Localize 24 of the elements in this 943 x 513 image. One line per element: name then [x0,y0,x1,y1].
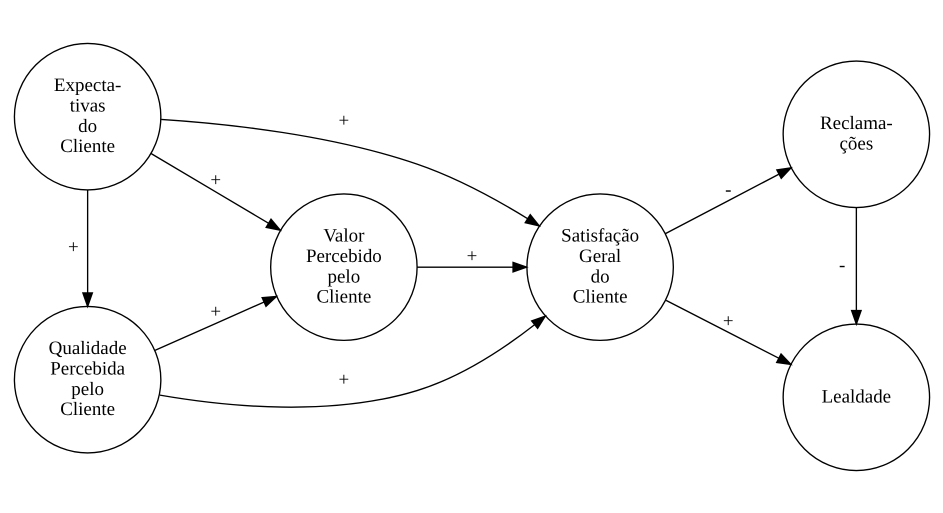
edge-label: + [338,110,349,131]
edge-label: + [68,236,78,258]
arrow [160,118,540,226]
edge-label: - [724,179,731,200]
edge-label: + [210,301,221,322]
node-circle: Satisfação Geral do Cliente [526,192,674,341]
node-circle: Reclama- ções [782,60,930,208]
arrow [665,299,792,365]
edge-label: + [338,368,349,390]
arrow [150,152,282,231]
edge-label: + [210,170,221,191]
node-circle: Lealdade [782,322,930,471]
edge-label: + [466,246,477,267]
arrow [850,207,862,326]
edge-label: - [838,254,845,276]
edge-label: + [722,310,734,332]
arrow [81,190,93,308]
node-circle: Expecta- tivas do Cliente [13,42,162,190]
arrow [664,166,792,234]
node-circle: Valor Percebido pelo Cliente [269,192,418,341]
node-circle: Qualidade Percebida pelo Cliente [13,305,162,454]
arrow [159,314,546,408]
arrow [154,295,278,351]
arrow [416,260,528,272]
